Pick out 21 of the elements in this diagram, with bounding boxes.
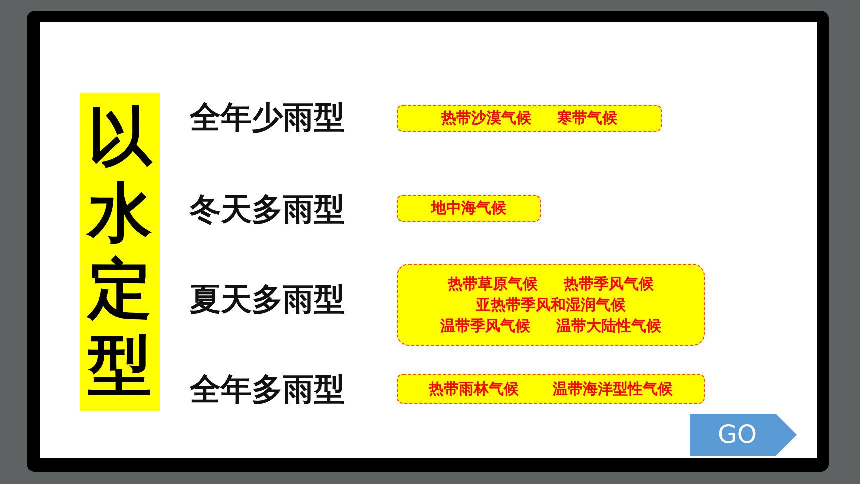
climate-name: 地中海气候 bbox=[432, 198, 506, 219]
climate-name: 寒带气候 bbox=[558, 108, 618, 129]
category-label: 全年少雨型 bbox=[190, 99, 345, 138]
climate-name: 温带海洋型性气候 bbox=[553, 378, 673, 400]
climate-box bbox=[397, 195, 541, 222]
climate-name: 热带雨林气候 bbox=[429, 378, 519, 400]
climate-name: 热带季风气候 bbox=[564, 274, 654, 294]
climate-name: 温带季风气候 bbox=[440, 316, 530, 336]
vertical-title: 以水定型 bbox=[87, 100, 153, 404]
title-banner bbox=[80, 93, 160, 411]
category-label: 冬天多雨型 bbox=[190, 191, 345, 230]
climate-name: 热带草原气候 bbox=[448, 274, 538, 294]
climate-box bbox=[397, 105, 662, 132]
climate-name: 温带大陆性气候 bbox=[556, 316, 662, 336]
category-label: 夏天多雨型 bbox=[190, 281, 345, 320]
climate-box bbox=[397, 264, 705, 346]
climate-name: 亚热带季风和湿润气候 bbox=[476, 294, 626, 316]
category-label: 全年多雨型 bbox=[190, 371, 345, 410]
climate-box bbox=[397, 374, 705, 404]
climate-name: 热带沙漠气候 bbox=[442, 108, 532, 129]
button-label: GO bbox=[718, 420, 758, 450]
